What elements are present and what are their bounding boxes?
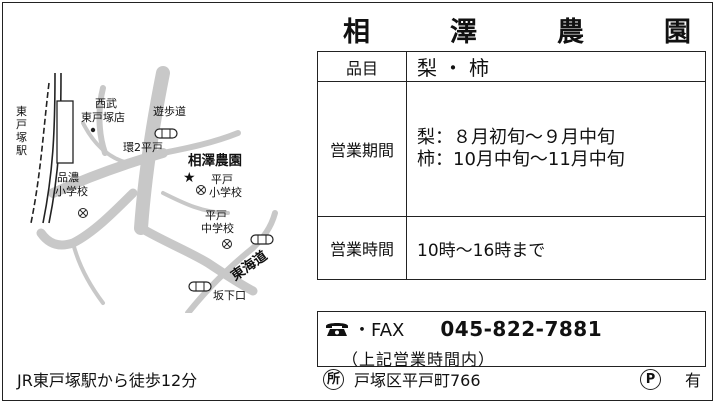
walk-note: JR東戸塚駅から徒歩12分 [17, 371, 198, 390]
promenade-label: 遊歩道 [153, 104, 186, 118]
parking-value: 有 [685, 371, 702, 390]
svg-text:戸: 戸 [16, 118, 27, 131]
tokaido-road [185, 210, 278, 313]
farm-label: 相澤農園 [188, 152, 242, 169]
item-row: 品目 梨・柿 [317, 51, 706, 82]
hirado-elem-label-2: 小学校 [209, 185, 242, 199]
loop-road-2 [48, 148, 168, 198]
road-east [160, 130, 241, 156]
branch-road-west [36, 188, 138, 250]
parking-line: P 有 [640, 367, 701, 391]
sakashitaguchi-label: 坂下口 [213, 289, 246, 302]
period-line-persimmon: 柿：10月中旬～11月中旬 [417, 149, 625, 170]
tel-line: ・FAX 045-822-7881 [324, 316, 602, 342]
farm-title: 相 澤 農 園 [321, 11, 703, 48]
address-value: 戸塚区平戸町766 [354, 371, 481, 390]
school-icon [78, 208, 88, 218]
minor-road-3 [81, 121, 130, 165]
seibu-label-1: 西武 [95, 97, 117, 110]
shinano-label-1: 品濃 [57, 170, 79, 184]
access-map: 東 戸 塚 駅 西武 東戸塚店 遊歩道 環2平戸 相澤農園 ★ 平戸 小学校 品… [16, 66, 278, 313]
address-mark-icon: 所 [323, 368, 344, 390]
farm-star-icon: ★ [183, 170, 196, 186]
bus-stop-icon [154, 128, 178, 139]
hours-label: 営業時間 [317, 216, 407, 280]
road-north [96, 85, 108, 156]
tel-note: （上記営業時間内） [342, 350, 496, 369]
hirado-mid-label-1: 平戸 [205, 209, 227, 222]
address-line: 所 戸塚区平戸町766 [323, 367, 481, 391]
minor-road-2 [161, 191, 230, 215]
title-char: 相 [343, 16, 372, 48]
item-label: 品目 [317, 51, 407, 82]
bus-stop-icon [250, 234, 274, 245]
hours-row: 営業時間 10時～16時まで [317, 216, 706, 280]
bus-stop-icon [188, 281, 212, 292]
loop-road-label: 環2平戸 [123, 141, 163, 154]
map-roads [36, 66, 278, 313]
shinano-label-2: 小学校 [55, 184, 88, 198]
svg-text:駅: 駅 [16, 144, 27, 157]
school-icon [196, 185, 206, 195]
period-label: 営業期間 [317, 81, 407, 217]
tel-number[interactable]: 045-822-7881 [440, 317, 603, 341]
road-to-school [136, 223, 258, 296]
title-char: 澤 [450, 16, 479, 48]
hirado-mid-label-2: 中学校 [201, 221, 234, 235]
title-char: 農 [557, 16, 586, 48]
period-row: 営業期間 梨：８月初旬～９月中旬 柿：10月中旬～11月中旬 [317, 81, 706, 217]
info-table: 品目 梨・柿 営業期間 梨：８月初旬～９月中旬 柿：10月中旬～11月中旬 営業… [317, 51, 706, 280]
hours-value: 10時～16時まで [406, 216, 706, 280]
period-value: 梨：８月初旬～９月中旬 柿：10月中旬～11月中旬 [406, 81, 706, 217]
minor-road-1 [71, 241, 105, 305]
svg-text:塚: 塚 [16, 131, 27, 144]
tel-label: ・FAX [353, 320, 405, 341]
period-line-pear: 梨：８月初旬～９月中旬 [417, 127, 615, 148]
station-box [56, 100, 74, 164]
parking-mark-icon: P [640, 368, 661, 390]
hirado-elem-label-1: 平戸 [211, 173, 233, 186]
seibu-label-2: 東戸塚店 [81, 110, 125, 124]
svg-text:東: 東 [16, 105, 27, 118]
school-icon [222, 239, 232, 249]
main-road [134, 66, 170, 235]
station-label: 東 戸 塚 駅 [16, 105, 27, 157]
farm-info-card: 東 戸 塚 駅 西武 東戸塚店 遊歩道 環2平戸 相澤農園 ★ 平戸 小学校 品… [2, 2, 713, 401]
seibu-dot [90, 127, 96, 133]
item-value: 梨・柿 [406, 51, 706, 82]
phone-icon [326, 323, 348, 336]
title-char: 園 [664, 16, 693, 48]
contact-box: ・FAX 045-822-7881 （上記営業時間内） [317, 311, 706, 369]
